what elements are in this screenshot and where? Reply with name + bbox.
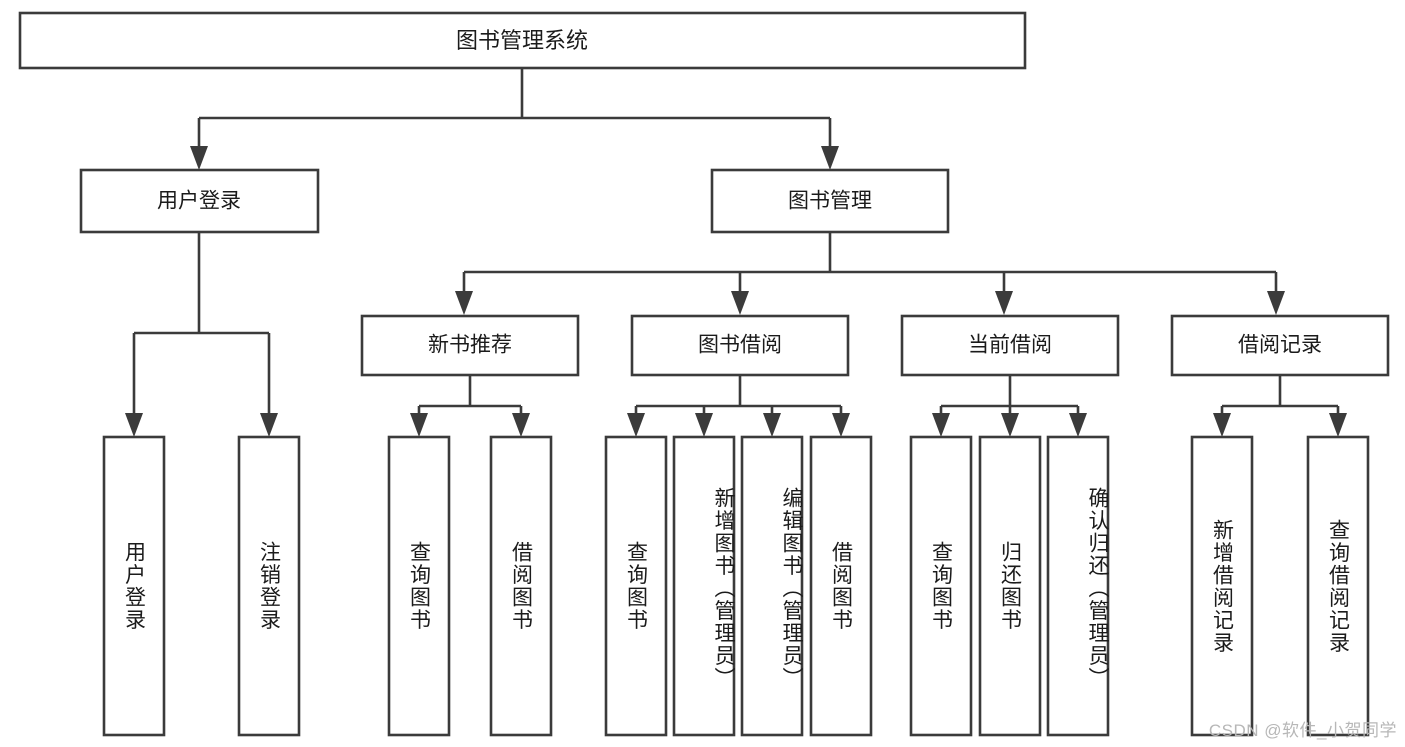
node-borrow-record-box[interactable]	[1170, 314, 1390, 377]
leaf-boxes-group	[102, 435, 1370, 737]
leaf-logout-login-box[interactable]	[237, 435, 301, 737]
csdn-watermark: CSDN @软件_小贺同学	[1208, 721, 1397, 740]
arrow-head-leaf-add-record	[1213, 413, 1231, 437]
node-user-login[interactable]: 用户登录	[79, 168, 320, 234]
node-user-login-box[interactable]	[79, 168, 320, 234]
leaf-query-record-box[interactable]	[1306, 435, 1370, 737]
arrow-head-borrow-record	[1267, 291, 1285, 315]
arrow-head-leaf-edit-book	[763, 413, 781, 437]
arrow-head-book-borrow	[731, 291, 749, 315]
arrow-head-leaf-return-book	[1001, 413, 1019, 437]
arrow-head-leaf-query-book-1	[410, 413, 428, 437]
arrow-head-leaf-query-record	[1329, 413, 1347, 437]
leaf-add-book-box[interactable]	[672, 435, 736, 737]
leaf-user-login-box[interactable]	[102, 435, 166, 737]
node-borrow-record-label: 借阅记录	[1238, 334, 1322, 357]
node-borrow-record[interactable]: 借阅记录	[1170, 314, 1390, 377]
leaf-confirm-return-box[interactable]	[1046, 435, 1110, 737]
arrow-head-leaf-confirm-return	[1069, 413, 1087, 437]
arrow-head-leaf-borrow-book-1	[512, 413, 530, 437]
leaf-query-book-2-box[interactable]	[604, 435, 668, 737]
leaf-borrow-book-2-box[interactable]	[809, 435, 873, 737]
arrow-head-leaf-query-book-3	[932, 413, 950, 437]
leaf-borrow-book-1-box[interactable]	[489, 435, 553, 737]
connectors-group	[125, 68, 1347, 437]
arrow-head-leaf-add-book	[695, 413, 713, 437]
node-current-borrow-box[interactable]	[900, 314, 1120, 377]
node-book-manage-label: 图书管理	[788, 190, 872, 213]
node-current-borrow-label: 当前借阅	[968, 334, 1052, 357]
arrow-head-leaf-query-book-2	[627, 413, 645, 437]
node-book-borrow-box[interactable]	[630, 314, 850, 377]
leaf-query-book-1-box[interactable]	[387, 435, 451, 737]
arrow-head-leaf-borrow-book-2	[832, 413, 850, 437]
leaf-return-book-box[interactable]	[978, 435, 1042, 737]
leaf-add-record-box[interactable]	[1190, 435, 1254, 737]
arrow-head-leaf-logout-login	[260, 413, 278, 437]
arrow-head-user-login	[190, 146, 208, 170]
arrow-head-new-book-recommend	[455, 291, 473, 315]
node-new-book-recommend-box[interactable]	[360, 314, 580, 377]
node-root-label: 图书管理系统	[456, 28, 588, 53]
leaf-edit-book-box[interactable]	[740, 435, 804, 737]
node-root[interactable]: 图书管理系统	[18, 11, 1027, 70]
node-book-manage-box[interactable]	[710, 168, 950, 234]
arrow-head-leaf-user-login	[125, 413, 143, 437]
leaf-query-book-3-box[interactable]	[909, 435, 973, 737]
node-root-box[interactable]	[18, 11, 1027, 70]
arrow-head-book-manage	[821, 146, 839, 170]
node-book-borrow[interactable]: 图书借阅	[630, 314, 850, 377]
node-book-borrow-label: 图书借阅	[698, 334, 782, 357]
arrow-head-current-borrow	[995, 291, 1013, 315]
node-user-login-label: 用户登录	[157, 190, 241, 213]
node-new-book-recommend[interactable]: 新书推荐	[360, 314, 580, 377]
node-book-manage[interactable]: 图书管理	[710, 168, 950, 234]
node-new-book-recommend-label: 新书推荐	[428, 334, 512, 357]
node-current-borrow[interactable]: 当前借阅	[900, 314, 1120, 377]
